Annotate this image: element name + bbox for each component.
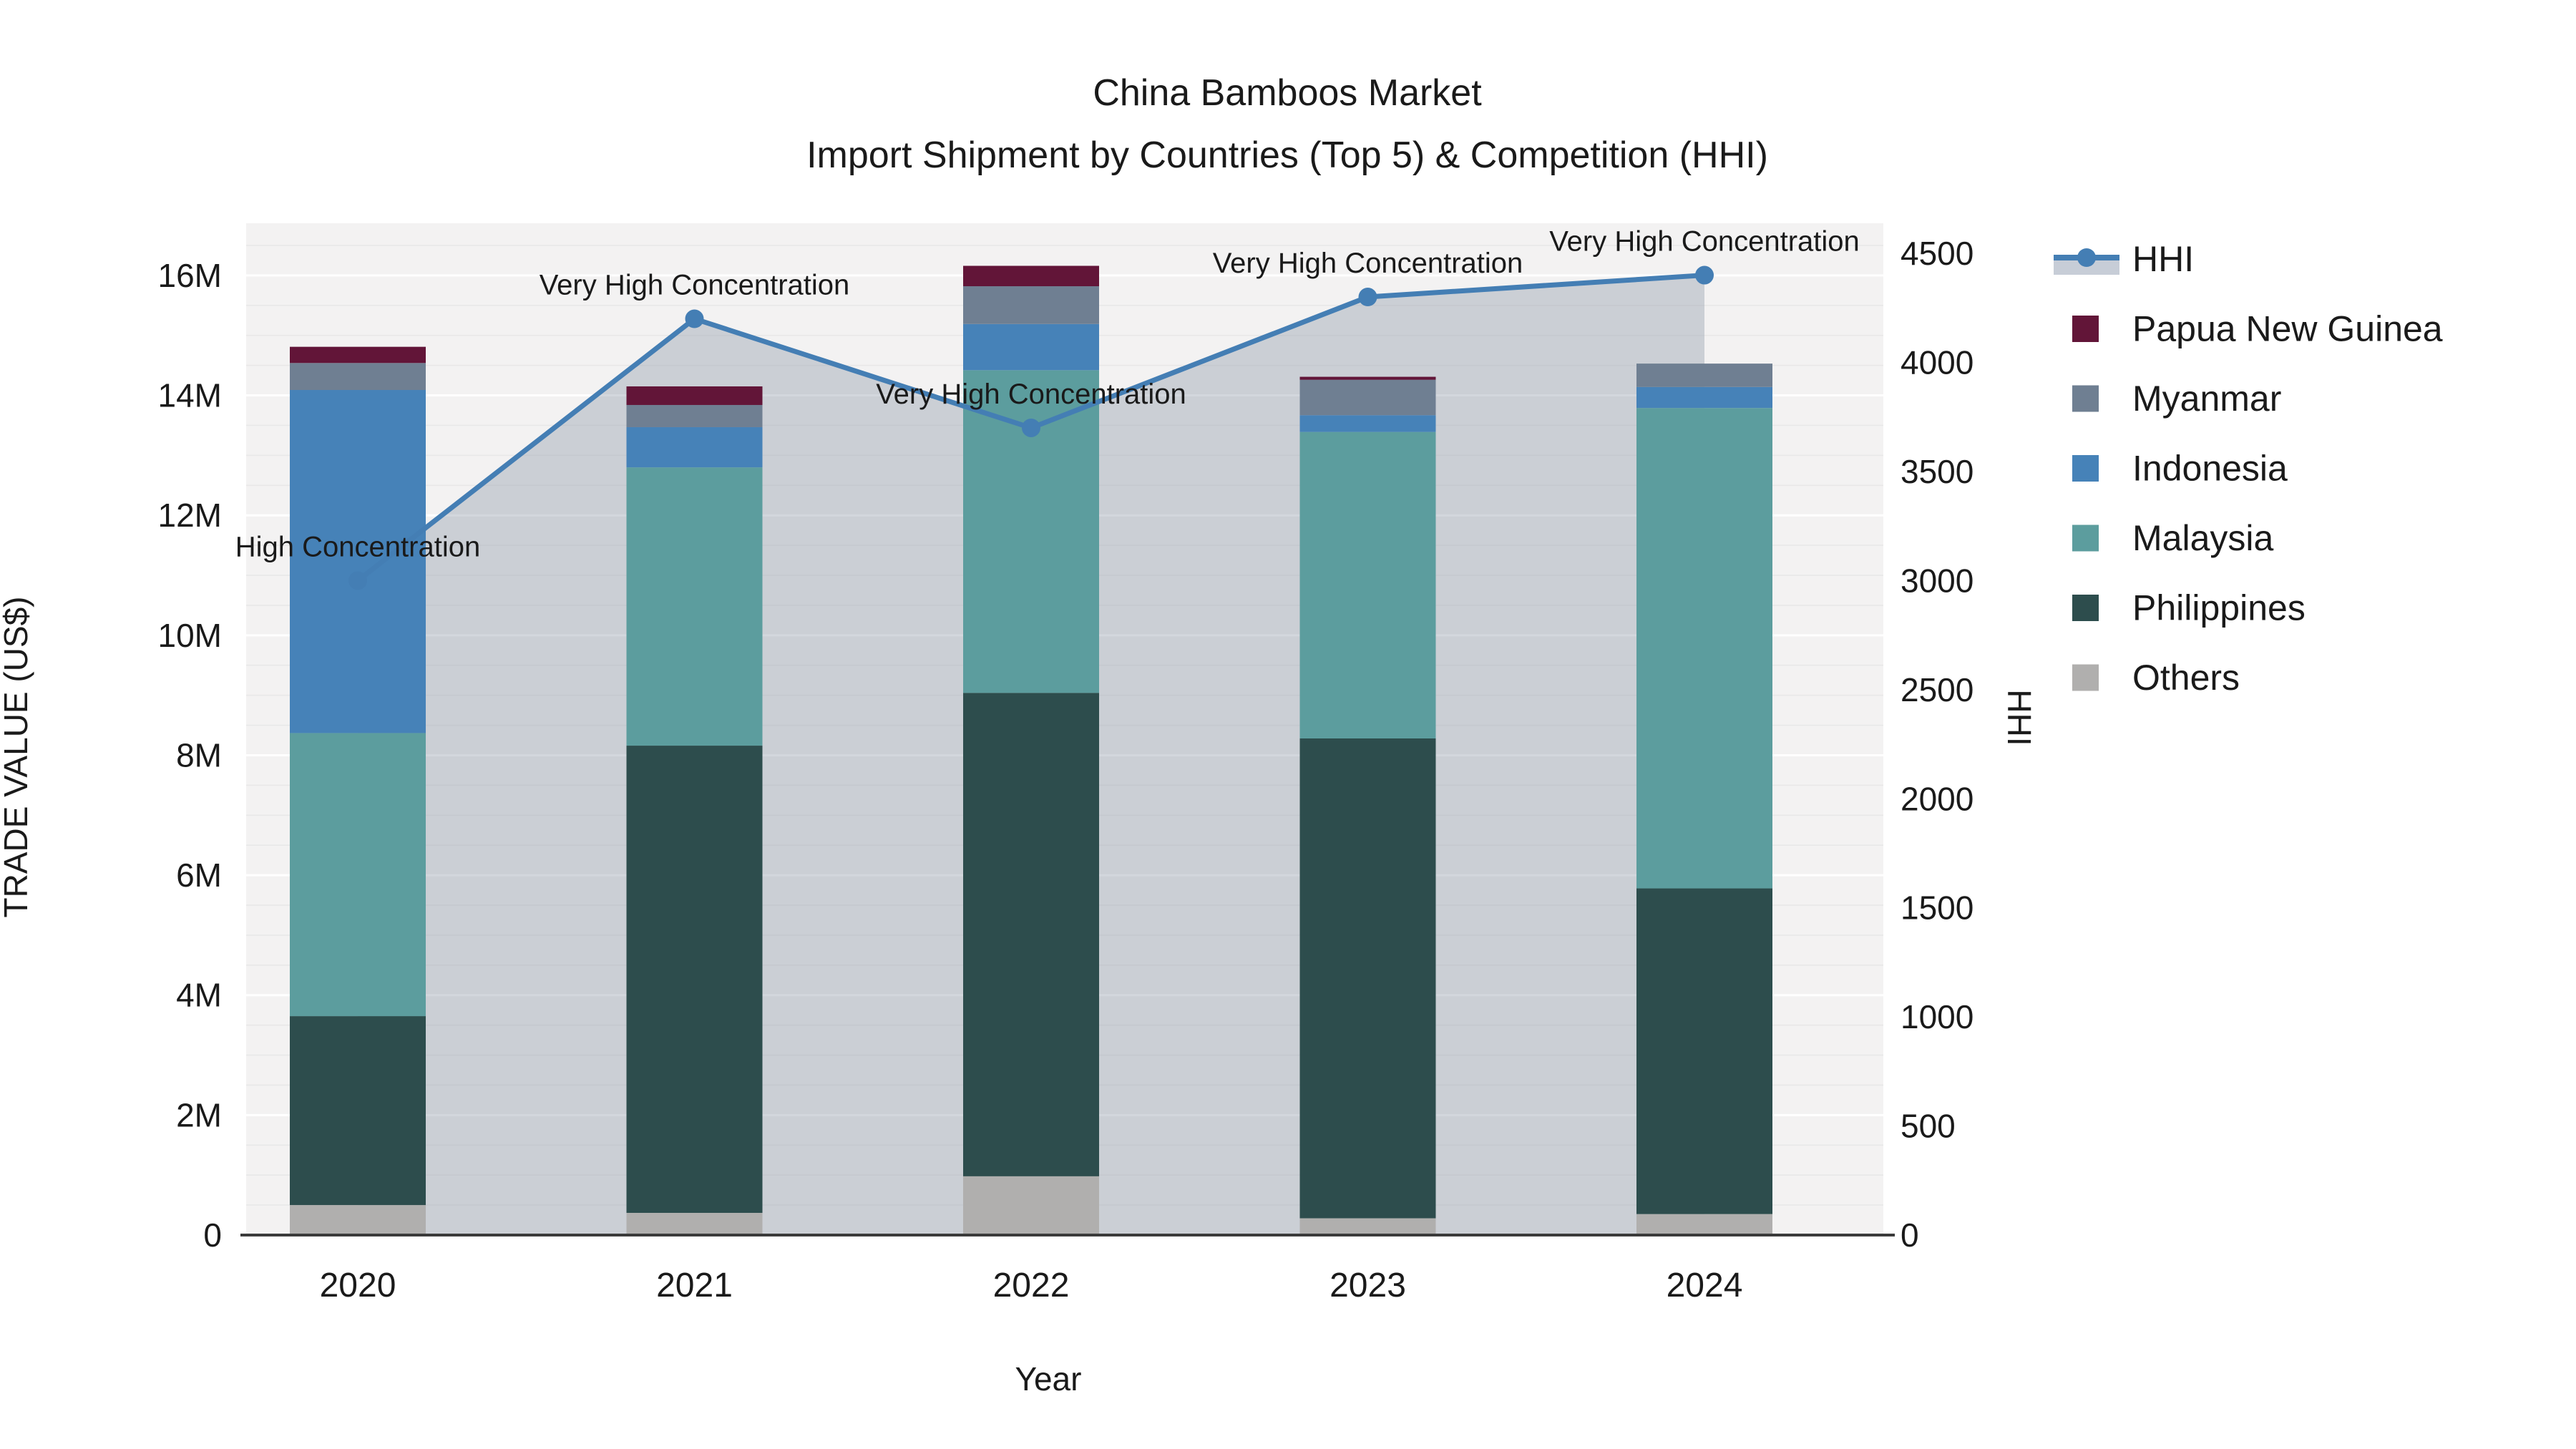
bar-segment-malaysia — [626, 467, 763, 746]
annotation-2021: Very High Concentration — [540, 270, 850, 301]
bar-segment-philippines — [1299, 738, 1436, 1219]
y-right-tick: 4000 — [1901, 344, 1974, 381]
y-right-tick: 3000 — [1901, 562, 1974, 599]
bar-2023 — [1299, 376, 1436, 1235]
bar-segment-myanmar — [290, 363, 426, 391]
bar-segment-indonesia — [1636, 386, 1772, 409]
bar-segment-philippines — [963, 693, 1099, 1176]
bar-segment-myanmar — [626, 404, 763, 427]
bar-segment-papua-new-guinea — [1299, 376, 1436, 380]
legend-label: Philippines — [2132, 588, 2306, 628]
bar-segment-malaysia — [290, 733, 426, 1017]
x-tick-2020: 2020 — [320, 1267, 396, 1304]
hhi-marker-2021 — [685, 309, 704, 328]
bar-segment-papua-new-guinea — [963, 265, 1099, 287]
y-right-tick: 1500 — [1901, 889, 1974, 927]
legend-item-papua-new-guinea[interactable]: Papua New Guinea — [2072, 309, 2443, 349]
bar-segment-indonesia — [1299, 415, 1436, 432]
y-left-tick: 0 — [203, 1216, 222, 1254]
bar-segment-others — [1636, 1214, 1772, 1235]
x-tick-2024: 2024 — [1667, 1267, 1743, 1304]
bar-segment-others — [626, 1212, 763, 1235]
bar-segment-others — [1299, 1218, 1436, 1235]
y-left-tick: 4M — [176, 977, 222, 1014]
legend-item-malaysia[interactable]: Malaysia — [2072, 518, 2273, 558]
x-tick-2023: 2023 — [1330, 1267, 1406, 1304]
x-tick-2022: 2022 — [993, 1267, 1070, 1304]
y-axis-title-left: TRADE VALUE (US$) — [0, 596, 34, 917]
bar-segment-indonesia — [626, 426, 763, 468]
bar-2024 — [1636, 364, 1772, 1235]
legend-swatch-icon — [2072, 664, 2099, 691]
y-left-tick: 12M — [158, 497, 222, 534]
legend-hhi-area-swatch — [2054, 260, 2119, 275]
bar-segment-philippines — [626, 746, 763, 1213]
legend-label: Indonesia — [2132, 449, 2288, 489]
bar-segment-philippines — [1636, 888, 1772, 1214]
legend-label: Papua New Guinea — [2132, 309, 2443, 349]
legend-item-myanmar[interactable]: Myanmar — [2072, 379, 2281, 419]
bar-segment-philippines — [290, 1016, 426, 1206]
bar-segment-myanmar — [1299, 379, 1436, 416]
x-tick-2021: 2021 — [656, 1267, 733, 1304]
legend: HHI Papua New GuineaMyanmarIndonesiaMalay… — [2054, 239, 2443, 698]
hhi-marker-2022 — [1022, 418, 1040, 437]
y-left-tick: 10M — [158, 617, 222, 654]
legend-swatch-icon — [2072, 316, 2099, 342]
y-left-tick: 8M — [176, 736, 222, 774]
legend-label: Others — [2132, 658, 2240, 698]
bar-segment-others — [963, 1176, 1099, 1235]
legend-swatch-icon — [2072, 455, 2099, 482]
y-right-tick: 500 — [1901, 1108, 1956, 1145]
y-left-tick: 14M — [158, 377, 222, 414]
legend-swatch-icon — [2072, 595, 2099, 621]
annotation-2024: Very High Concentration — [1549, 226, 1860, 258]
bar-2020 — [290, 346, 426, 1235]
legend-item-hhi[interactable]: HHI — [2054, 239, 2194, 279]
hhi-marker-2024 — [1695, 265, 1714, 285]
bar-segment-myanmar — [963, 286, 1099, 324]
y-left-tick: 2M — [176, 1096, 222, 1133]
legend-item-indonesia[interactable]: Indonesia — [2072, 449, 2288, 489]
legend-label: Malaysia — [2132, 518, 2273, 558]
legend-swatch-icon — [2072, 385, 2099, 412]
x-axis-title: Year — [1015, 1360, 1082, 1397]
legend-label: Myanmar — [2132, 379, 2281, 419]
hhi-marker-2020 — [348, 571, 367, 590]
legend-item-philippines[interactable]: Philippines — [2072, 588, 2306, 628]
y-left-tick: 6M — [176, 857, 222, 894]
annotation-2023: Very High Concentration — [1213, 248, 1523, 279]
bar-segment-malaysia — [1636, 408, 1772, 889]
bar-segment-papua-new-guinea — [626, 386, 763, 405]
legend-label: HHI — [2132, 239, 2194, 279]
bar-segment-others — [290, 1205, 426, 1235]
hhi-marker-2023 — [1358, 288, 1377, 307]
legend-item-others[interactable]: Others — [2072, 658, 2240, 698]
bar-segment-papua-new-guinea — [290, 346, 426, 364]
legend-swatch-icon — [2072, 525, 2099, 552]
y-right-tick: 3500 — [1901, 453, 1974, 490]
y-left-tick: 16M — [158, 257, 222, 294]
legend-hhi-marker-icon — [2077, 248, 2096, 267]
bar-2022 — [963, 265, 1099, 1235]
bar-segment-indonesia — [290, 390, 426, 733]
y-right-tick: 2000 — [1901, 780, 1974, 817]
annotation-2022: Very High Concentration — [876, 379, 1186, 410]
chart-title-line2: Import Shipment by Countries (Top 5) & C… — [806, 135, 1768, 176]
y-right-tick: 0 — [1901, 1216, 1919, 1254]
y-right-tick: 1000 — [1901, 998, 1974, 1035]
bar-segment-malaysia — [1299, 431, 1436, 738]
plot-area: High Concentration Very High Concentratio… — [158, 223, 1974, 1304]
chart-title-line1: China Bamboos Market — [1093, 72, 1482, 114]
annotation-2020: High Concentration — [235, 531, 480, 562]
y-right-tick: 4500 — [1901, 235, 1974, 272]
y-right-tick: 2500 — [1901, 671, 1974, 708]
bar-segment-indonesia — [963, 323, 1099, 371]
bar-2021 — [626, 386, 763, 1235]
bar-segment-myanmar — [1636, 364, 1772, 387]
y-axis-title-right: HHI — [2001, 689, 2038, 746]
